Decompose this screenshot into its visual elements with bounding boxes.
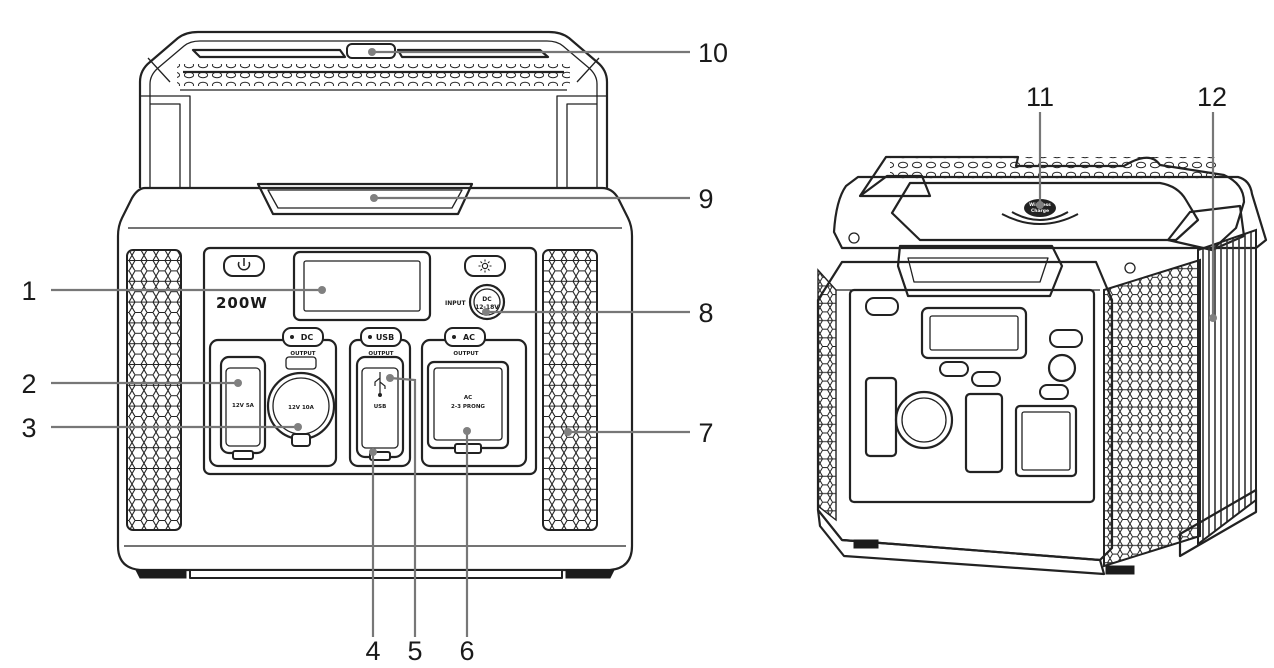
ac-output-label: OUTPUT — [453, 351, 478, 357]
light-icon — [478, 259, 492, 273]
callout-10: 10 — [698, 38, 728, 68]
usb-badge: USB — [376, 333, 394, 342]
light-button[interactable] — [464, 255, 506, 277]
callout-2: 2 — [21, 369, 36, 399]
ac-prong-label: 2-3 PRONG — [451, 404, 485, 410]
callout-4: 4 — [365, 636, 380, 666]
isometric-view: Wireless Charge — [816, 155, 1268, 576]
callout-leaders — [51, 48, 1217, 637]
usb-label: USB — [374, 404, 387, 410]
callout-5: 5 — [407, 636, 422, 666]
power-icon — [237, 258, 251, 271]
callout-9: 9 — [698, 184, 713, 214]
wireless-text-2: Charge — [1031, 208, 1049, 214]
power-rating: 200W — [216, 294, 268, 312]
usb-output-section: USB OUTPUT USB — [348, 327, 412, 468]
dc-input-port[interactable] — [468, 283, 506, 321]
dc-badge: DC — [301, 333, 314, 342]
dc-input-volts: 12-18V — [475, 304, 499, 311]
callout-6: 6 — [459, 636, 474, 666]
callout-12: 12 — [1197, 82, 1227, 112]
callout-8: 8 — [698, 298, 713, 328]
ac-output-section: AC OUTPUT AC 2-3 PRONG — [420, 327, 528, 468]
usb-icon — [374, 372, 386, 397]
wireless-charging-pad — [890, 181, 1200, 242]
callout-3: 3 — [21, 413, 36, 443]
usb-output-label: OUTPUT — [368, 351, 393, 357]
front-body: 200W INPUT DC 12-18V DC OUTPUT — [116, 182, 634, 579]
dc-output-section: DC OUTPUT 12V 5A 12V 10A — [208, 327, 338, 468]
callout-7: 7 — [698, 418, 713, 448]
car-socket-label: 12V 10A — [288, 405, 314, 411]
carry-handle — [138, 30, 609, 188]
ac-badge: AC — [463, 333, 475, 342]
dc-output-label: OUTPUT — [290, 351, 315, 357]
callout-11: 11 — [1026, 82, 1054, 112]
front-view: 200W INPUT DC 12-18V DC OUTPUT — [116, 30, 634, 579]
dc-input-text: DC — [482, 296, 492, 303]
callout-numbers: 1 2 3 4 5 6 7 8 9 10 11 12 — [21, 38, 1227, 666]
dc-5a-label: 12V 5A — [232, 403, 255, 409]
ac-label: AC — [464, 395, 472, 401]
input-label: INPUT — [445, 300, 467, 307]
lcd-display — [292, 250, 432, 322]
callout-1: 1 — [21, 276, 36, 306]
